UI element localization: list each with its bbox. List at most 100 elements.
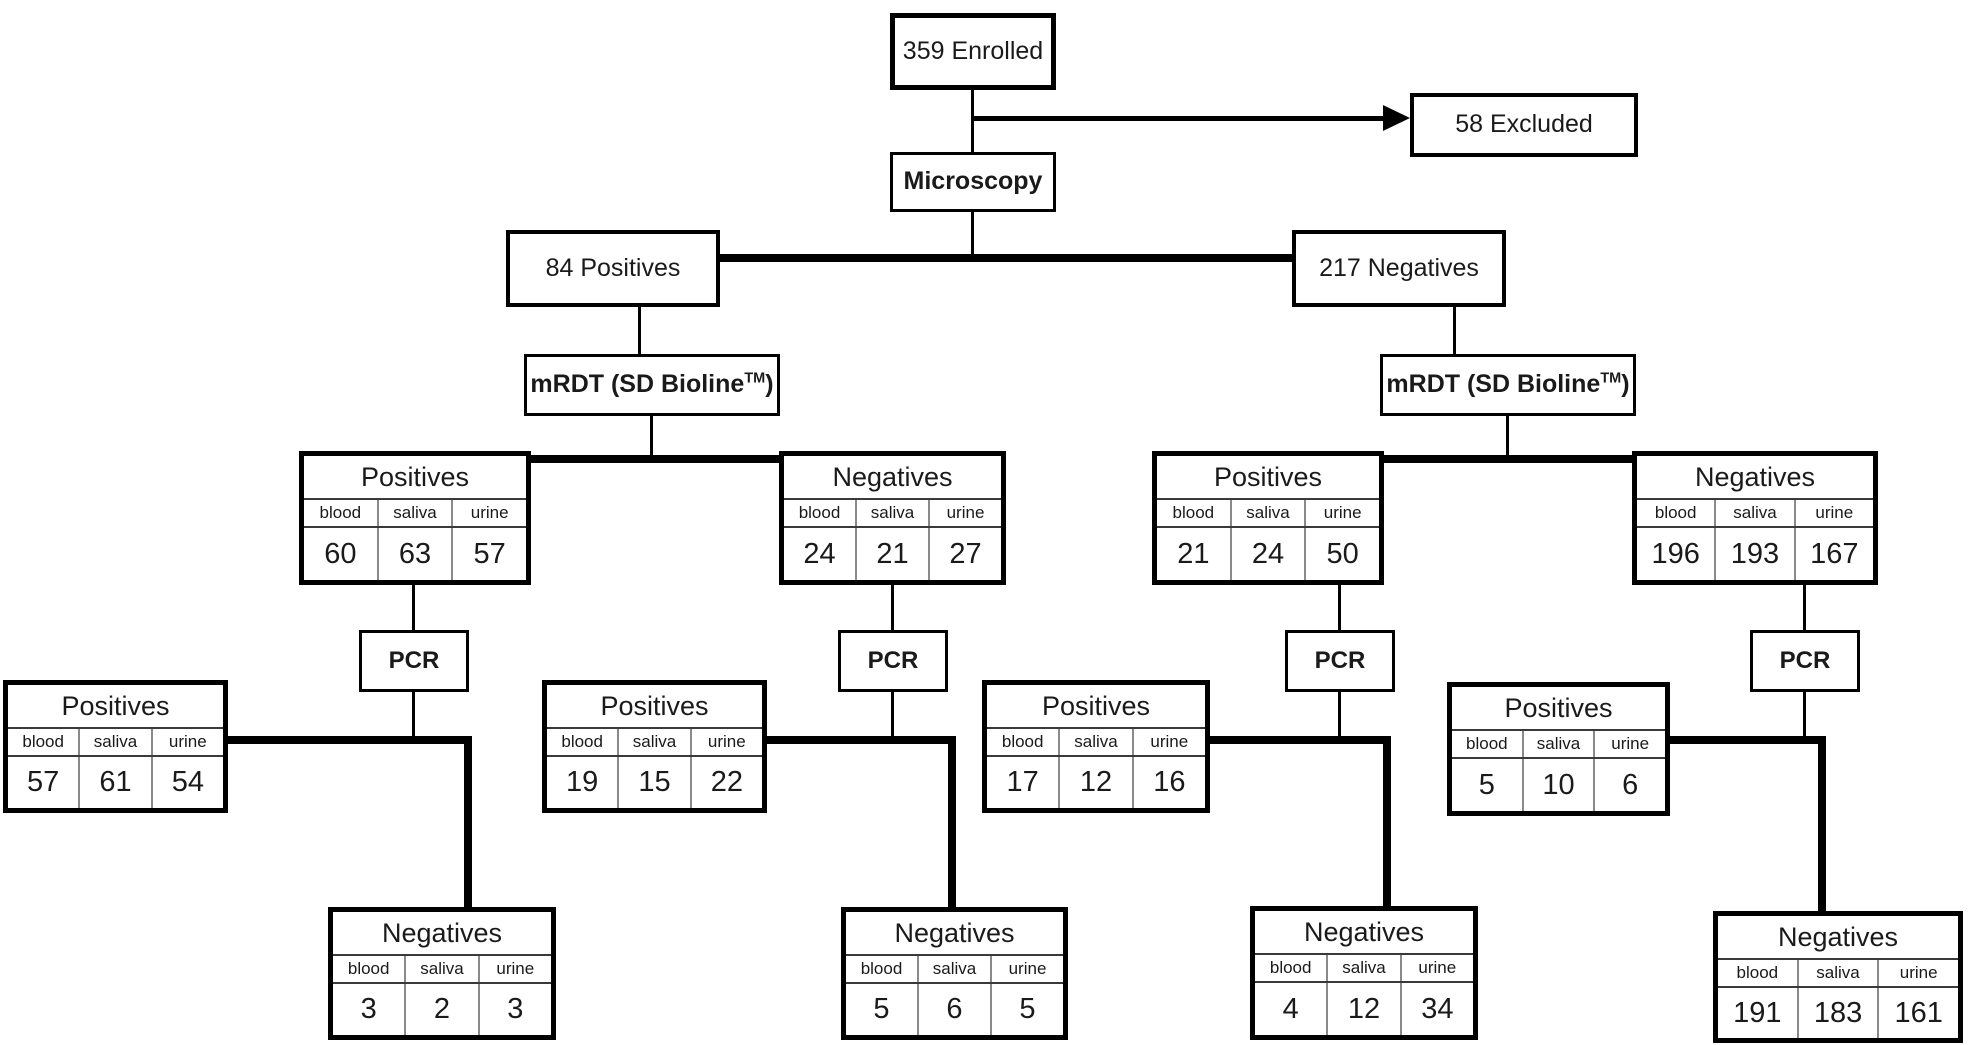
table-title: Negatives — [1255, 911, 1473, 955]
table-value-row: 4 12 34 — [1255, 983, 1473, 1035]
col-header-blood: blood — [784, 500, 857, 526]
pcr-label: PCR — [388, 646, 440, 674]
connector-pcr1-down — [412, 692, 415, 738]
col-header-saliva: saliva — [379, 500, 454, 526]
col-header-blood: blood — [846, 956, 919, 982]
table-mrdt-left-positives: Positives blood saliva urine 60 63 57 — [299, 451, 531, 585]
value-blood: 196 — [1637, 528, 1717, 580]
value-saliva: 61 — [80, 757, 153, 808]
col-header-saliva: saliva — [1328, 955, 1402, 981]
value-saliva: 6 — [919, 984, 992, 1035]
mrdt-label: mRDT (SD BiolineTM) — [1386, 371, 1629, 399]
col-header-urine: urine — [946, 503, 985, 522]
value-saliva: 10 — [1524, 759, 1596, 811]
enrolled-label: 359 Enrolled — [902, 36, 1044, 65]
connector-pcr2-branch-vertical — [948, 736, 956, 911]
col-header-urine: urine — [707, 732, 746, 751]
table-title: Negatives — [333, 912, 551, 956]
table-value-row: 191 183 161 — [1718, 988, 1958, 1038]
col-header-saliva: saliva — [857, 500, 930, 526]
col-header-blood: blood — [333, 956, 407, 982]
connector-mrdt-right-split — [1506, 416, 1509, 458]
microscopy-positives-label: 84 Positives — [545, 253, 681, 282]
col-header-urine: urine — [1899, 963, 1938, 982]
table-header-row: blood saliva urine — [1255, 955, 1473, 983]
value-saliva: 193 — [1716, 528, 1796, 580]
node-mrdt-right: mRDT (SD BiolineTM) — [1380, 354, 1636, 416]
value-blood: 21 — [1157, 528, 1232, 580]
col-header-saliva: saliva — [1232, 500, 1307, 526]
connector-enrolled-microscopy — [971, 90, 974, 152]
mrdt-label-text: mRDT (SD Bioline — [1386, 370, 1601, 399]
connector-table-pcr1 — [412, 585, 415, 630]
table-value-row: 3 2 3 — [333, 984, 551, 1035]
table-value-row: 21 24 50 — [1157, 528, 1379, 580]
connector-negatives217-mrdt — [1453, 307, 1456, 354]
col-header-blood: blood — [1718, 960, 1799, 986]
col-header-blood: blood — [304, 500, 379, 526]
connector-pcr4-branch-horizontal — [1670, 736, 1826, 744]
col-header-blood: blood — [1637, 500, 1717, 526]
node-microscopy: Microscopy — [890, 152, 1056, 212]
value-saliva: 183 — [1799, 988, 1880, 1038]
mrdt-trademark-sup: TM — [744, 370, 766, 387]
mrdt-label-text: mRDT (SD Bioline — [530, 370, 745, 399]
value-blood: 24 — [784, 528, 857, 580]
table-header-row: blood saliva urine — [1718, 960, 1958, 988]
connector-pcr3-down — [1338, 692, 1341, 738]
table-value-row: 5 6 5 — [846, 984, 1063, 1035]
table-pcr1-negatives: Negatives blood saliva urine 3 2 3 — [328, 907, 556, 1040]
table-header-row: blood saliva urine — [8, 729, 223, 757]
microscopy-negatives-label: 217 Negatives — [1319, 253, 1479, 282]
col-header-saliva: saliva — [1060, 729, 1134, 755]
table-value-row: 19 15 22 — [547, 757, 762, 808]
connector-pcr4-down — [1803, 692, 1806, 738]
col-header-urine: urine — [1323, 503, 1362, 522]
connector-positives84-mrdt — [638, 307, 641, 354]
table-value-row: 24 21 27 — [784, 528, 1001, 580]
table-pcr4-negatives: Negatives blood saliva urine 191 183 161 — [1713, 911, 1963, 1043]
value-saliva: 21 — [857, 528, 930, 580]
node-pcr-3: PCR — [1285, 630, 1395, 692]
value-saliva: 24 — [1232, 528, 1307, 580]
node-microscopy-positives: 84 Positives — [506, 230, 720, 307]
col-header-saliva: saliva — [919, 956, 992, 982]
connector-table-pcr3 — [1338, 585, 1341, 630]
connector-table-pcr2 — [891, 585, 894, 630]
connector-pcr2-down — [891, 692, 894, 738]
table-title: Positives — [987, 685, 1205, 729]
table-pcr4-positives: Positives blood saliva urine 5 10 6 — [1447, 682, 1670, 816]
table-value-row: 60 63 57 — [304, 528, 526, 580]
table-pcr1-positives: Positives blood saliva urine 57 61 54 — [3, 680, 228, 813]
table-title: Positives — [8, 685, 223, 729]
table-title: Positives — [304, 456, 526, 500]
table-pcr3-negatives: Negatives blood saliva urine 4 12 34 — [1250, 906, 1478, 1040]
table-pcr3-positives: Positives blood saliva urine 17 12 16 — [982, 680, 1210, 813]
table-pcr2-positives: Positives blood saliva urine 19 15 22 — [542, 680, 767, 813]
value-blood: 57 — [8, 757, 81, 808]
excluded-label: 58 Excluded — [1455, 110, 1593, 139]
value-urine: 57 — [473, 537, 506, 570]
table-title: Positives — [547, 685, 762, 729]
arrow-right-icon — [1383, 105, 1410, 131]
col-header-saliva: saliva — [406, 956, 480, 982]
table-title: Positives — [1157, 456, 1379, 500]
connector-pcr1-branch-vertical — [464, 736, 472, 911]
table-header-row: blood saliva urine — [1157, 500, 1379, 528]
table-mrdt-left-negatives: Negatives blood saliva urine 24 21 27 — [779, 451, 1006, 585]
connector-microscopy-branch — [720, 254, 1292, 262]
node-pcr-2: PCR — [838, 630, 948, 692]
value-urine: 16 — [1153, 766, 1186, 798]
node-pcr-1: PCR — [359, 630, 469, 692]
table-header-row: blood saliva urine — [846, 956, 1063, 984]
value-urine: 161 — [1894, 996, 1943, 1029]
connector-microscopy-split — [971, 212, 974, 258]
table-mrdt-right-positives: Positives blood saliva urine 21 24 50 — [1152, 451, 1384, 585]
value-blood: 5 — [846, 984, 919, 1035]
table-title: Negatives — [1718, 916, 1958, 960]
col-header-saliva: saliva — [80, 729, 153, 755]
col-header-urine: urine — [1418, 958, 1457, 977]
connector-table-pcr4 — [1803, 585, 1806, 630]
table-value-row: 17 12 16 — [987, 757, 1205, 808]
value-saliva: 12 — [1328, 983, 1402, 1035]
